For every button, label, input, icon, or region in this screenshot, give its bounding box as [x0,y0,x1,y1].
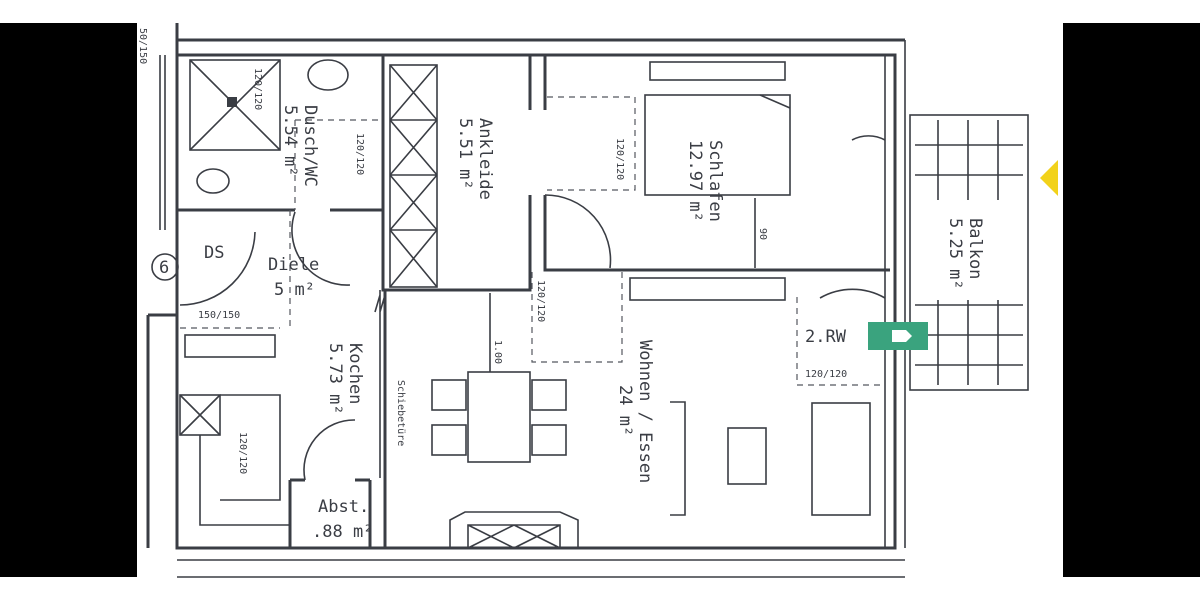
room-area-kochen: 5.73 m² [325,343,345,415]
ds-label: DS [204,243,224,263]
dim-150-150: 150/150 [198,310,240,321]
rw-label: 2.RW [805,327,847,347]
dim-rw: 120/120 [805,369,847,380]
room-area-diele: 5 m² [274,280,315,300]
coffee-table [727,427,767,485]
stair-number: 6 [159,258,169,278]
dim-shower: 120/120 [252,68,263,110]
room-area-abst: .88 m² [312,522,373,542]
radiator [184,334,276,358]
walls [146,23,906,578]
dim-schlafen: 120/120 [614,138,625,180]
exit-arrow-icon [892,330,912,342]
dim-bath: 120/120 [354,133,365,175]
room-name-schlafen: Schlafen [705,140,725,222]
room-name-balkon: Balkon [965,218,985,279]
right-letterbox [1063,23,1200,577]
sink-icon [307,59,349,91]
shower-tray [189,59,281,151]
dim-kitchen: 120/120 [237,432,248,474]
sofa [811,402,871,516]
room-name-diele: Diele [268,255,319,275]
dining-table [467,371,531,463]
left-letterbox [0,23,137,577]
sideboard [629,277,786,301]
dim-90: 90 [757,228,768,240]
room-area-balkon: 5.25 m² [945,218,965,290]
location-arrow-icon [1040,160,1058,196]
stair-circle [151,253,179,281]
dim-wohnen: 120/120 [535,280,546,322]
wardrobe [389,64,438,288]
room-area-ankleide: 5.51 m² [455,118,475,190]
dim-1-00: 1.00 [492,340,503,364]
toilet-icon [196,168,230,194]
room-name-wohnen: Wohnen / Essen [635,340,655,483]
dim-50-150: 50/150 [137,28,148,64]
balcony [909,114,1029,391]
room-name-abst: Abst. [318,497,369,517]
room-name-dusch-wc: Dusch/WC [300,105,320,187]
room-area-dusch-wc: 5.54 m² [280,105,300,177]
bed [644,94,791,196]
fixtures [179,59,886,549]
room-labels: Dusch/WC 5.54 m² Ankleide 5.51 m² Schlaf… [137,28,985,542]
room-area-schlafen: 12.97 m² [685,140,705,222]
room-name-kochen: Kochen [345,343,365,404]
schiebetuere-label: Schiebetüre [395,380,406,446]
room-name-ankleide: Ankleide [475,118,495,200]
room-area-wohnen: 24 m² [615,385,635,436]
